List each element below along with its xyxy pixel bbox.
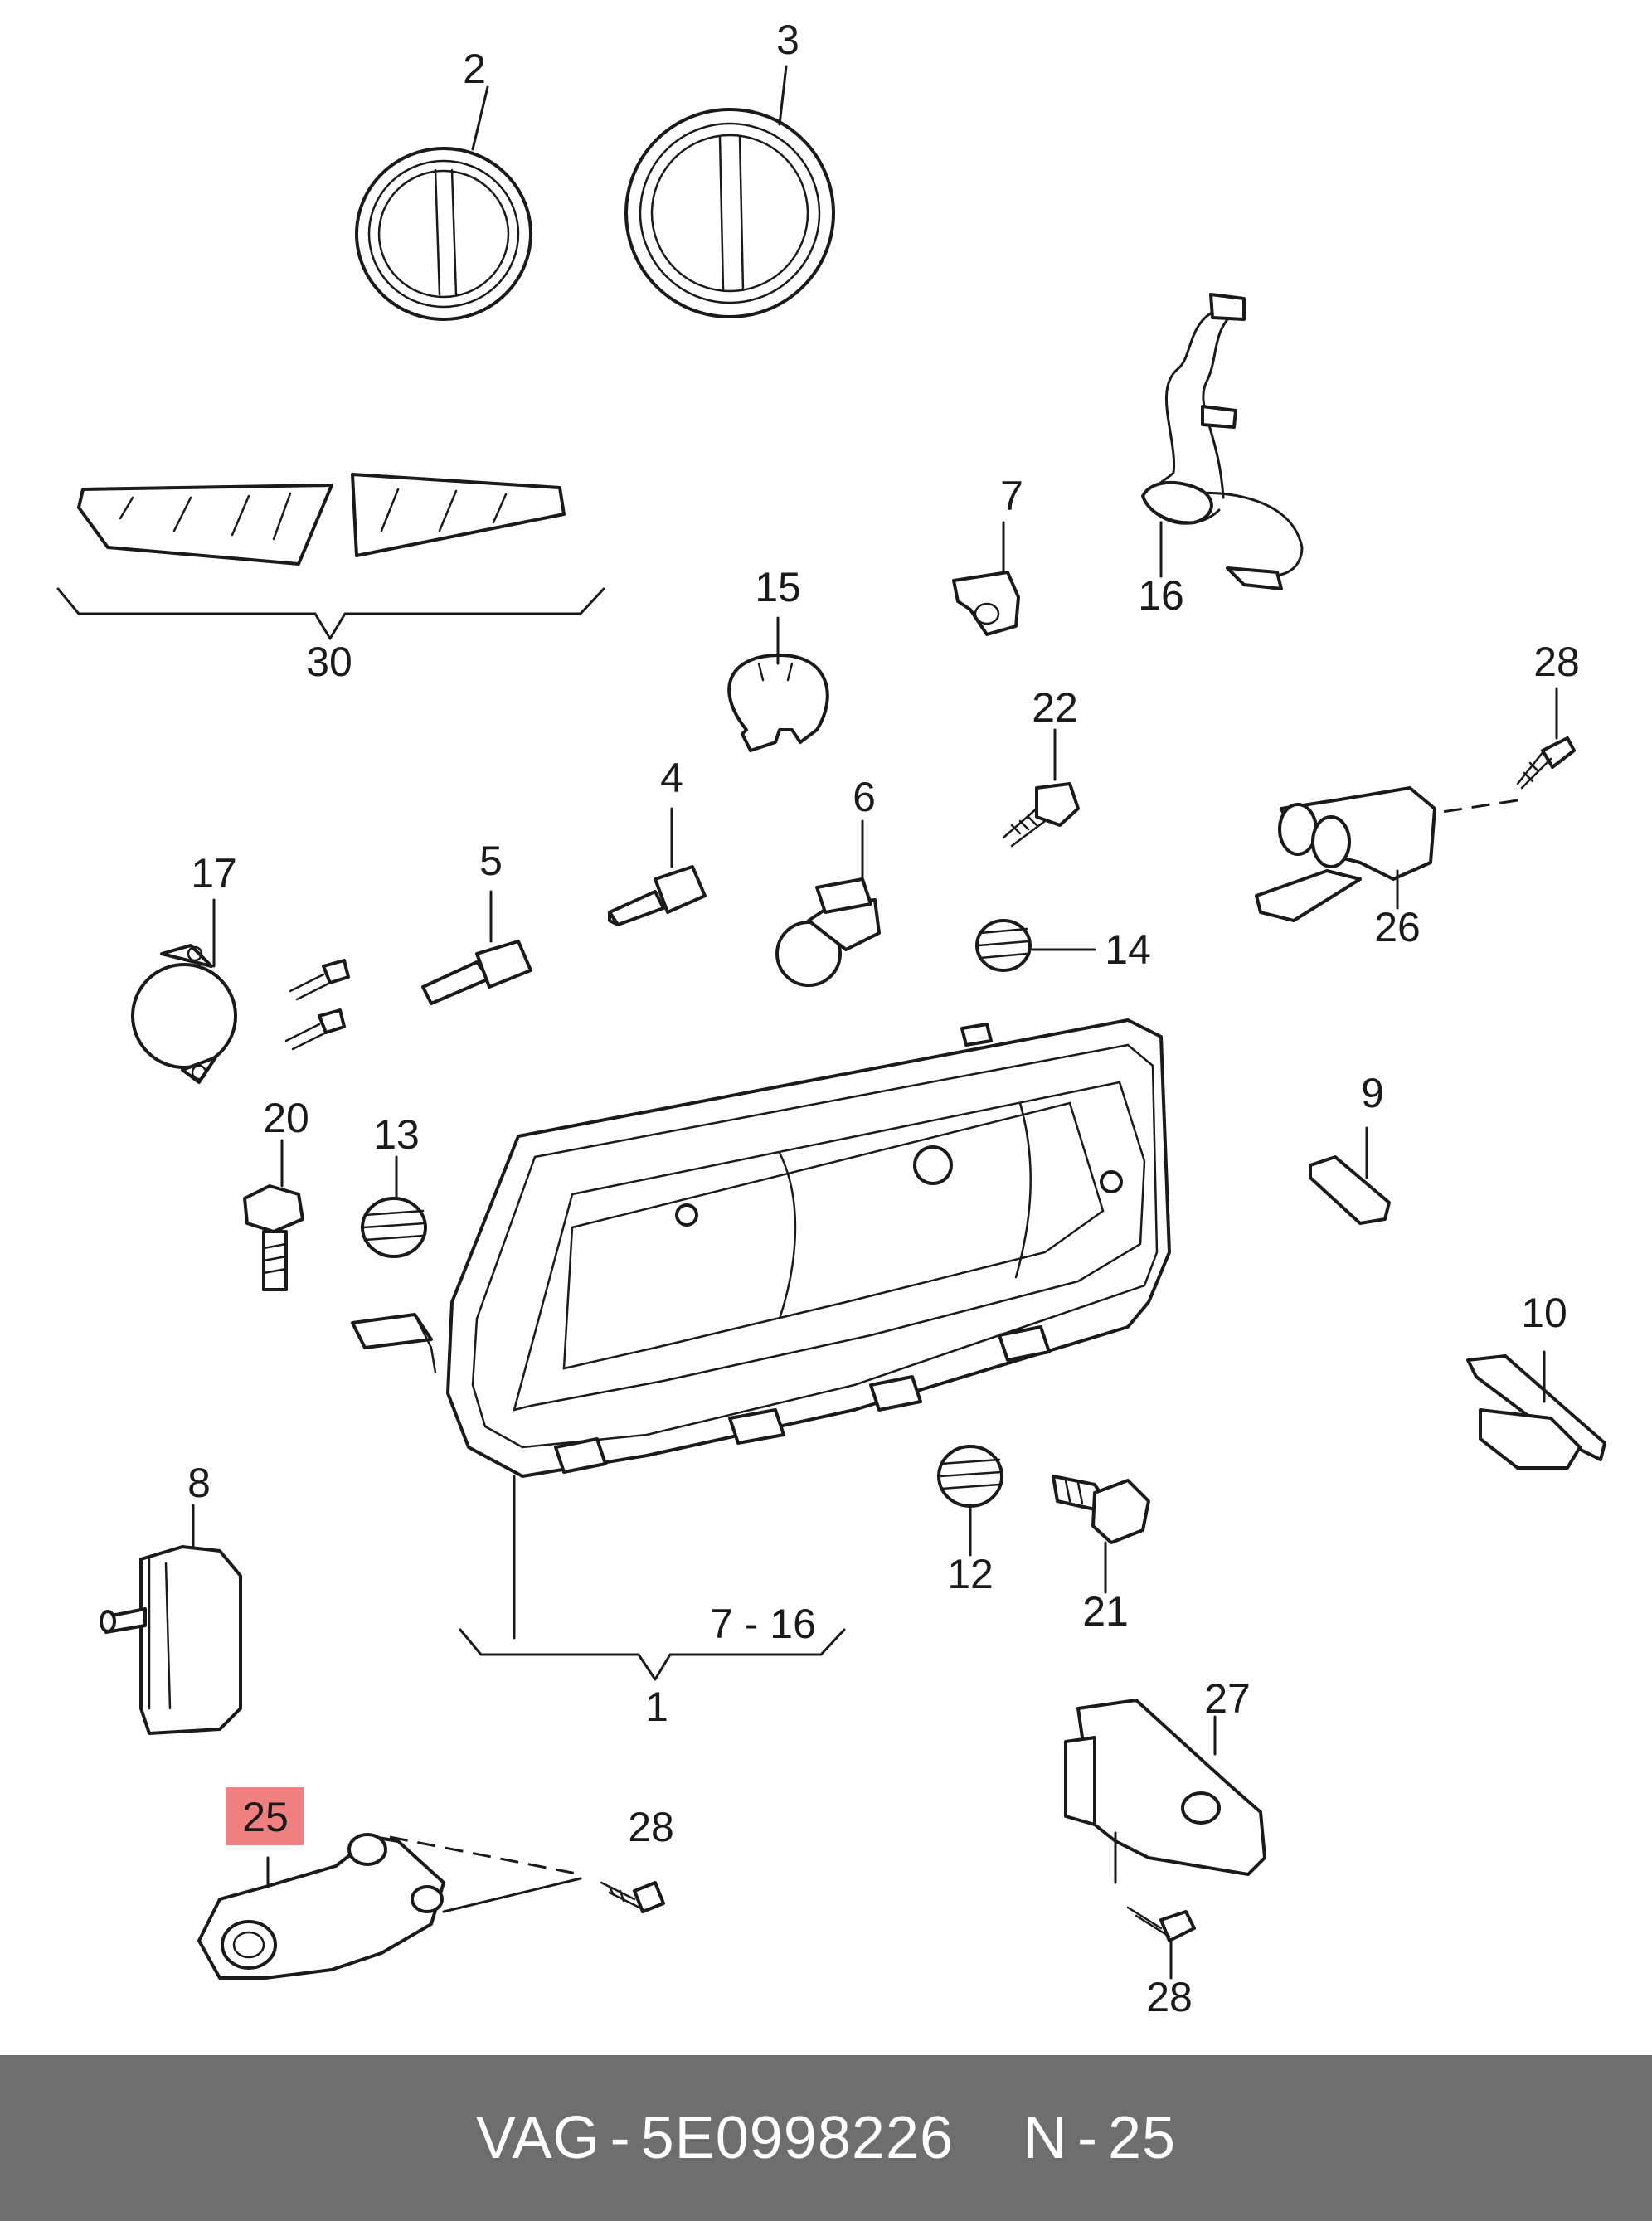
label-27: 27 <box>1204 1675 1251 1722</box>
label-9: 9 <box>1361 1070 1384 1116</box>
label-30: 30 <box>306 639 352 685</box>
part-8-motor <box>100 1504 242 1735</box>
part-15-clip <box>727 616 829 752</box>
part-28-screw-bottom <box>1126 1906 1196 1980</box>
label-6: 6 <box>853 774 876 820</box>
part-13-insert <box>361 1155 427 1258</box>
label-20: 20 <box>263 1095 309 1141</box>
part-17-cover <box>131 898 350 1084</box>
part-28-screw-top <box>1409 687 1576 819</box>
label-4: 4 <box>660 755 683 801</box>
footer-position-prefix: N <box>1023 2105 1067 2171</box>
part-22-bolt <box>1002 728 1080 848</box>
footer-part-number: 5E0998226 <box>640 2105 954 2171</box>
part-1-headlamp-housing <box>351 1018 1171 1681</box>
label-3: 3 <box>776 17 799 63</box>
label-28-middle: 28 <box>628 1804 674 1850</box>
part-28-screw-middle <box>600 1881 665 1913</box>
footer-position-separator: - <box>1077 2105 1098 2171</box>
part-4-bulb <box>608 807 707 926</box>
label-14: 14 <box>1105 926 1151 973</box>
label-16: 16 <box>1138 572 1184 619</box>
part-12-insert <box>937 1445 1003 1557</box>
part-25-bracket <box>197 1833 582 1980</box>
label-10: 10 <box>1521 1290 1567 1336</box>
label-22: 22 <box>1032 684 1078 731</box>
part-2-cap <box>355 85 532 321</box>
label-15: 15 <box>755 564 801 610</box>
label-2: 2 <box>463 46 486 92</box>
label-12: 12 <box>947 1551 994 1597</box>
part-26-bracket <box>1255 786 1436 922</box>
label-26: 26 <box>1374 904 1421 950</box>
label-17-visible: 17 <box>191 850 237 897</box>
part-14-insert <box>975 919 1096 972</box>
footer-separator: - <box>610 2105 631 2171</box>
label-5: 5 <box>479 838 503 884</box>
part-10-cap <box>1466 1350 1606 1470</box>
label-1: 1 <box>645 1684 668 1730</box>
part-21-bolt <box>1052 1475 1150 1594</box>
part-27-bracket <box>1064 1699 1266 1884</box>
part-20-bolt <box>243 1139 304 1291</box>
label-8: 8 <box>187 1460 211 1506</box>
part-30-glass <box>56 473 605 640</box>
part-5-bulb <box>421 890 532 1005</box>
label-21: 21 <box>1082 1588 1129 1635</box>
footer-position-number: 25 <box>1107 2105 1177 2171</box>
label-28-bottom: 28 <box>1146 1974 1193 2020</box>
label-13: 13 <box>373 1111 420 1158</box>
part-9-clip <box>1309 1126 1391 1225</box>
part-3-cap <box>624 65 835 318</box>
parts-diagram: 2 3 30 7 16 15 <box>56 17 1606 2020</box>
part-6-bulb <box>775 819 881 987</box>
footer-brand: VAG <box>475 2105 600 2171</box>
label-25: 25 <box>242 1794 289 1840</box>
label-7: 7 <box>1000 473 1023 519</box>
highlight-box-25 <box>226 1787 304 1845</box>
part-16-wiring <box>1141 293 1304 590</box>
label-7-16: 7 - 16 <box>710 1601 816 1647</box>
part-7-connector <box>952 521 1020 636</box>
label-28-top: 28 <box>1533 639 1580 685</box>
